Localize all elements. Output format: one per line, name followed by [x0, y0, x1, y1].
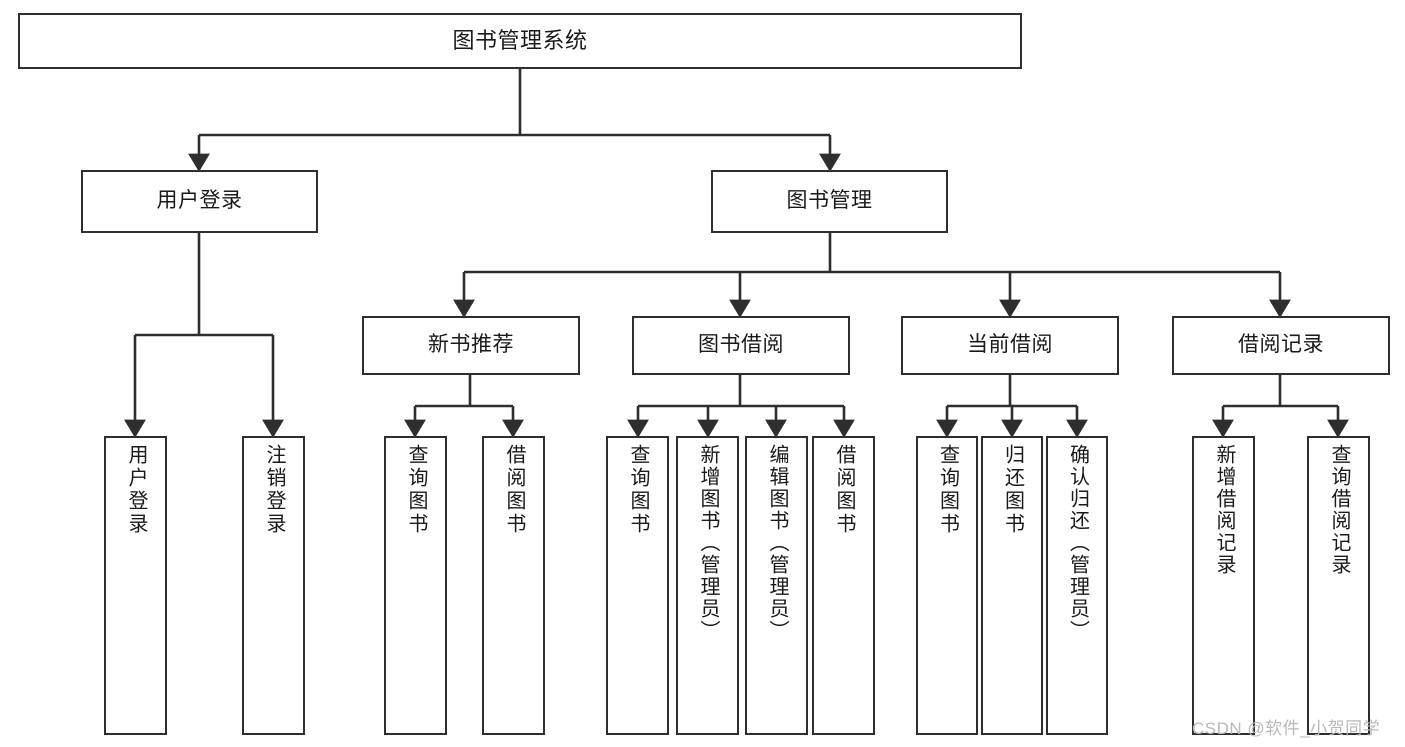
node-leaf-borrow-book-2-label: 借阅图书: [833, 444, 855, 536]
node-leaf-add-book-label: 新增图书（管理员）: [697, 444, 719, 642]
node-user-login-label: 用户登录: [156, 189, 243, 213]
node-book-borrow-label: 图书借阅: [698, 333, 784, 357]
node-new-book-recommend[interactable]: 新书推荐: [362, 316, 580, 375]
node-leaf-borrow-book-1-label: 借阅图书: [503, 444, 525, 536]
node-leaf-query-book-2-label: 查询图书: [627, 444, 649, 536]
node-book-borrow[interactable]: 图书借阅: [632, 316, 850, 375]
node-leaf-query-book-3-label: 查询图书: [936, 444, 959, 536]
csdn-watermark: CSDN @软件_小贺同学: [1192, 719, 1381, 738]
node-leaf-query-book-1-label: 查询图书: [405, 444, 427, 536]
node-leaf-borrow-book-1[interactable]: 借阅图书: [482, 436, 545, 735]
node-leaf-query-record[interactable]: 查询借阅记录: [1307, 436, 1370, 735]
node-leaf-logout-login[interactable]: 注销登录: [242, 436, 305, 735]
node-book-management-label: 图书管理: [786, 189, 873, 213]
node-borrow-record-label: 借阅记录: [1238, 333, 1324, 357]
node-leaf-edit-book[interactable]: 编辑图书（管理员）: [745, 436, 808, 735]
node-root-system-label: 图书管理系统: [452, 28, 588, 54]
node-leaf-add-record[interactable]: 新增借阅记录: [1192, 436, 1255, 735]
node-leaf-confirm-return[interactable]: 确认归还（管理员）: [1046, 436, 1108, 735]
node-leaf-add-book[interactable]: 新增图书（管理员）: [676, 436, 739, 735]
node-current-borrow-label: 当前借阅: [967, 333, 1053, 357]
node-leaf-edit-book-label: 编辑图书（管理员）: [766, 444, 788, 642]
node-leaf-return-book[interactable]: 归还图书: [981, 436, 1043, 735]
node-leaf-logout-login-label: 注销登录: [263, 444, 285, 536]
node-borrow-record[interactable]: 借阅记录: [1172, 316, 1390, 375]
node-book-management[interactable]: 图书管理: [711, 170, 948, 233]
node-leaf-confirm-return-label: 确认归还（管理员）: [1066, 444, 1089, 642]
node-leaf-add-record-label: 新增借阅记录: [1213, 444, 1235, 576]
node-leaf-query-book-3[interactable]: 查询图书: [916, 436, 978, 735]
node-leaf-query-book-2[interactable]: 查询图书: [606, 436, 669, 735]
node-current-borrow[interactable]: 当前借阅: [901, 316, 1119, 375]
node-root-system[interactable]: 图书管理系统: [18, 13, 1022, 69]
node-leaf-query-book-1[interactable]: 查询图书: [384, 436, 447, 735]
node-leaf-query-record-label: 查询借阅记录: [1328, 444, 1350, 576]
node-leaf-user-login[interactable]: 用户登录: [104, 436, 167, 735]
node-new-book-recommend-label: 新书推荐: [428, 333, 514, 357]
node-leaf-user-login-label: 用户登录: [125, 444, 147, 536]
node-leaf-borrow-book-2[interactable]: 借阅图书: [812, 436, 875, 735]
node-user-login[interactable]: 用户登录: [81, 170, 318, 233]
node-leaf-return-book-label: 归还图书: [1001, 444, 1024, 536]
